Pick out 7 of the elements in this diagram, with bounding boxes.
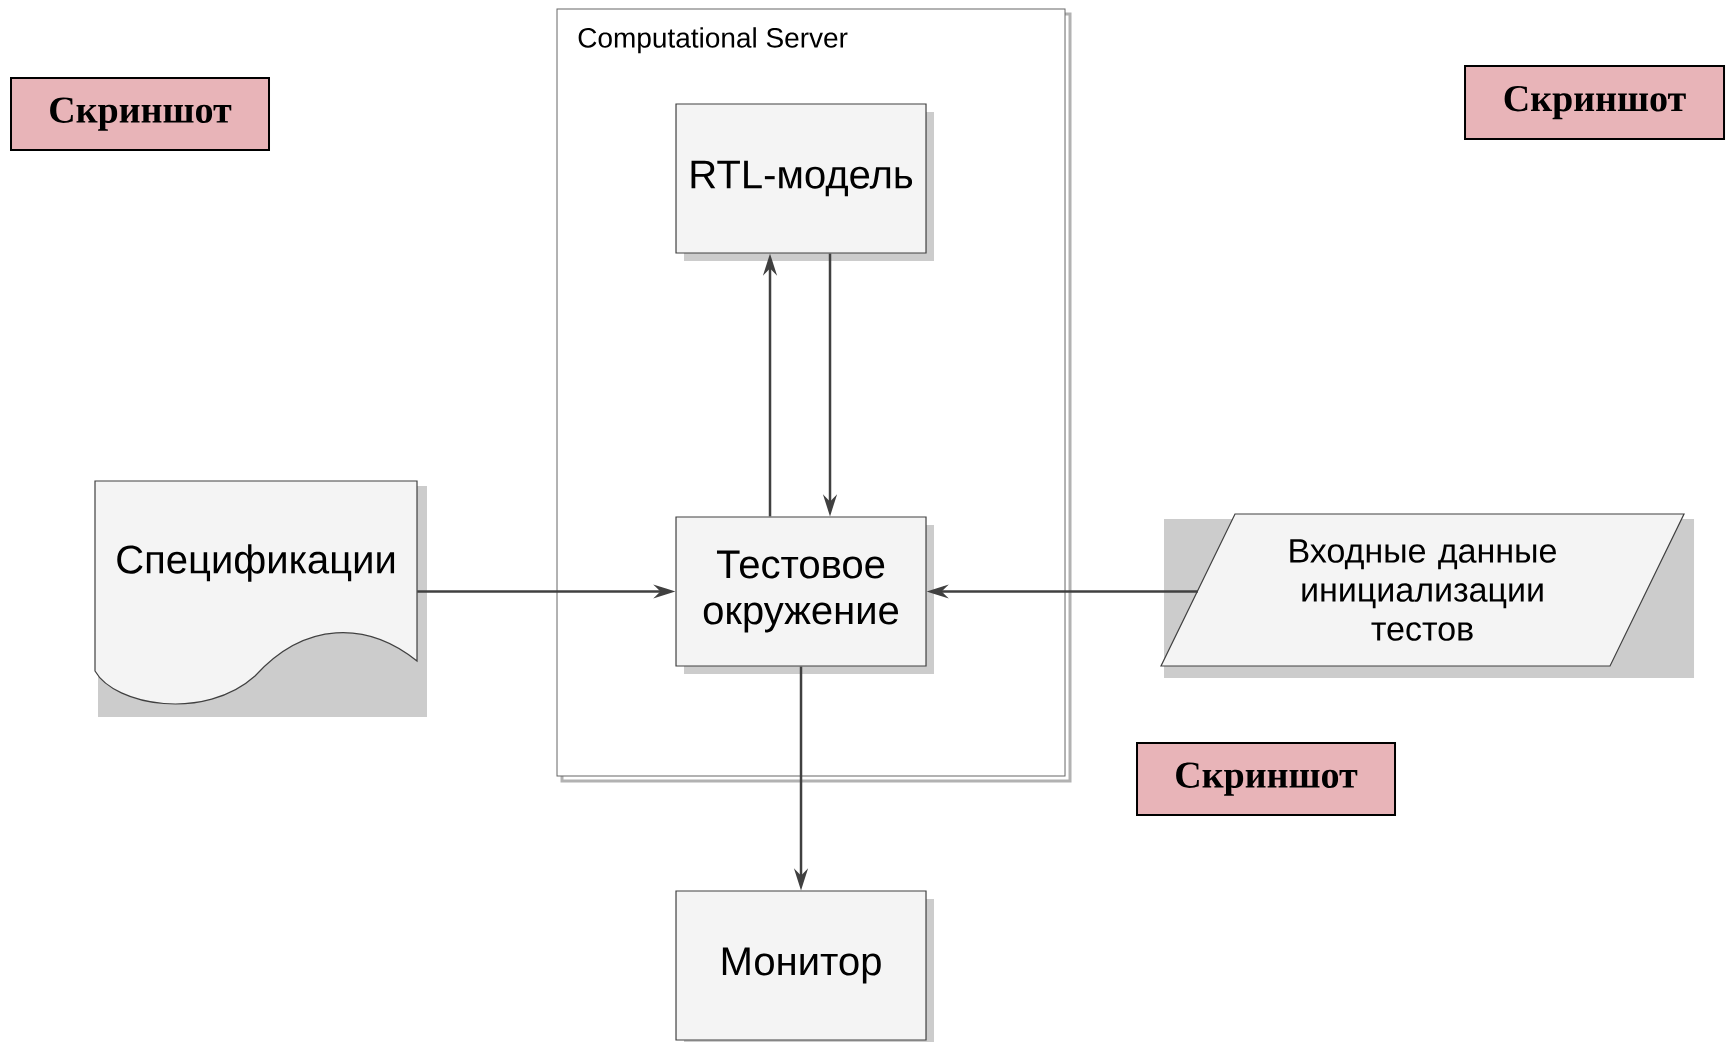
screenshot-tag: Скриншот bbox=[1136, 742, 1396, 816]
process-box: Монитор bbox=[675, 890, 934, 1042]
process-box: Тестовое окружение bbox=[675, 516, 934, 674]
screenshot-tag: Скриншот bbox=[10, 77, 270, 151]
screenshot-tag: Скриншот bbox=[1464, 65, 1725, 140]
process-box: RTL-модель bbox=[675, 103, 934, 261]
data-parallelogram: Входные данные инициализации тестов bbox=[1160, 513, 1694, 678]
